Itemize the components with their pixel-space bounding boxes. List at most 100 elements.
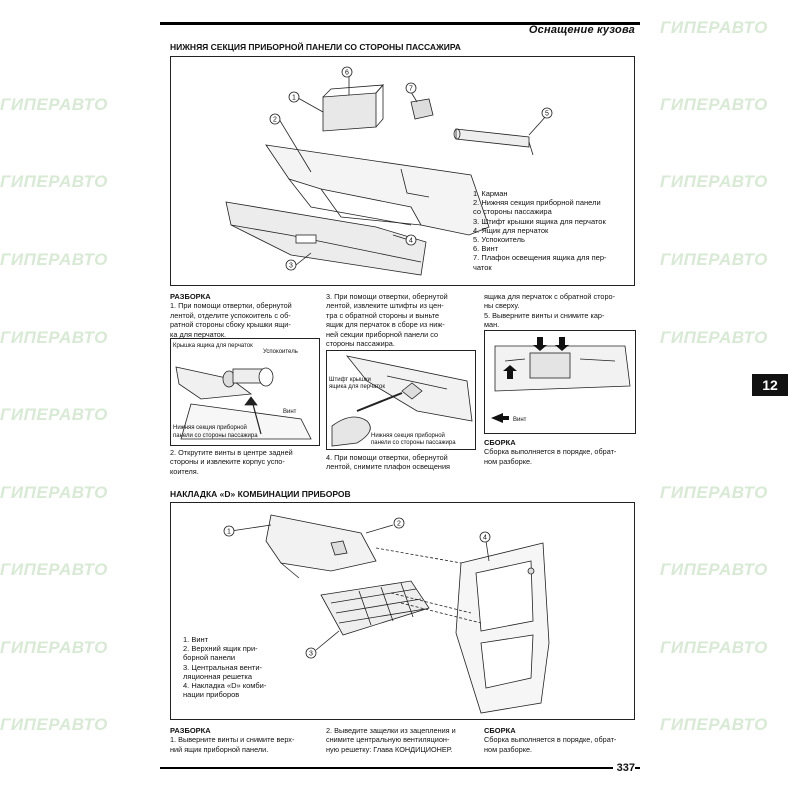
- fig3-label: Винт: [513, 417, 527, 423]
- disassembly-col-1: РАЗБОРКА 1. При помощи отвертки, обернут…: [170, 292, 320, 339]
- watermark: ГИПЕРАВТО: [0, 560, 108, 579]
- fig2-label: Штифт крышки: [329, 377, 371, 383]
- assembly-text: Сборка выполняется в порядке, обрат-: [484, 735, 617, 745]
- callout-3: 3: [309, 651, 313, 658]
- callout-1: 1: [292, 95, 296, 102]
- step-text: лентой, извлеките штифты из цен-: [326, 301, 444, 311]
- fig1-label: Винт: [283, 409, 297, 415]
- pocket-removal-illustration: Винт: [491, 337, 631, 423]
- callout-5: 5: [545, 111, 549, 118]
- step-text: ратной стороны сбоку крышки ящи-: [170, 320, 291, 330]
- watermark: ГИПЕРАВТО: [0, 250, 108, 269]
- step-text: коителя.: [170, 466, 199, 476]
- section-title: НИЖНЯЯ СЕКЦИЯ ПРИБОРНОЙ ПАНЕЛИ СО СТОРОН…: [170, 42, 461, 52]
- legend-item: 2. Верхний ящик при-: [183, 644, 258, 654]
- legend-item: 1. Винт: [183, 635, 209, 644]
- disassembly-heading: РАЗБОРКА: [170, 726, 211, 735]
- watermark: ГИПЕРАВТО: [660, 250, 768, 269]
- page-header-title: Оснащение кузова: [528, 24, 635, 36]
- step2-block: 2. Открутите винты в центре задней сторо…: [170, 448, 320, 476]
- callout-4: 4: [483, 535, 487, 542]
- disassembly2-col-2: 2. Выведите защелки из зацепления и сним…: [326, 726, 481, 754]
- legend-item: борной панели: [183, 653, 236, 663]
- step-text: стороны и извлеките корпус успо-: [170, 457, 285, 467]
- step-text: лентой, снимите плафон освещения: [326, 462, 450, 472]
- watermark: ГИПЕРАВТО: [660, 483, 768, 502]
- step-text: ную решетку: Глава КОНДИЦИОНЕР.: [326, 744, 453, 754]
- step-text: 2. Открутите винты в центре задней: [170, 448, 293, 457]
- step-text: ящик для перчаток в сборе из ниж-: [326, 320, 445, 330]
- step-text: тра с обратной стороны и выньте: [326, 310, 440, 320]
- watermark: ГИПЕРАВТО: [0, 638, 108, 657]
- assembly-text: Сборка выполняется в порядке, обрат-: [484, 447, 617, 457]
- legend-item: ляционная решетка: [183, 671, 253, 681]
- damper-illustration: Крышка ящика для перчаток Успокоитель Ви…: [173, 343, 312, 440]
- legend-item: со стороны пассажира: [473, 207, 552, 217]
- watermark: ГИПЕРАВТО: [660, 638, 768, 657]
- legend-item: 4. Накладка «D» комби-: [183, 681, 267, 691]
- callout-4: 4: [409, 238, 413, 245]
- pin-removal-illustration: Штифт крышки ящика для перчаток Нижняя с…: [329, 355, 473, 447]
- disassembly-col-2: 3. При помощи отвертки, обернутой лентой…: [326, 292, 476, 348]
- step-text: 4. При помощи отвертки, обернутой: [326, 453, 448, 462]
- section-title: НАКЛАДКА «D» КОМБИНАЦИИ ПРИБОРОВ: [170, 489, 351, 499]
- legend-item: 6. Винт: [473, 244, 499, 254]
- chapter-tab: 12: [752, 374, 788, 396]
- callout-7: 7: [409, 86, 413, 93]
- step-text: 2. Выведите защелки из зацепления и: [326, 726, 456, 735]
- watermark: ГИПЕРАВТО: [0, 715, 108, 734]
- callout-6: 6: [345, 70, 349, 77]
- watermark: ГИПЕРАВТО: [660, 328, 768, 347]
- legend-item: 3. Штифт крышки ящика для перчаток: [473, 216, 606, 226]
- step-text: 3. При помощи отвертки, обернутой: [326, 292, 448, 301]
- glovebox-exploded-diagram: 1 2 3 4 5 6 7: [225, 66, 553, 276]
- callout-1: 1: [227, 529, 231, 536]
- assembly-heading: СБОРКА: [484, 438, 516, 447]
- watermark: ГИПЕРАВТО: [0, 172, 108, 191]
- fig1-label: Нижняя секция приборной: [173, 424, 247, 431]
- step4-block: 4. При помощи отвертки, обернутой лентой…: [326, 453, 476, 472]
- figure-damper: Крышка ящика для перчаток Успокоитель Ви…: [170, 338, 320, 446]
- diagram-frame-2: 1 2 3 4 1. Винт 2. Верхний ящик при- бор…: [170, 502, 635, 720]
- step-text: 1. При помощи отвертки, обернутой: [170, 301, 292, 311]
- watermark: ГИПЕРАВТО: [660, 172, 768, 191]
- assembly-text: ном разборке.: [484, 456, 533, 466]
- watermark: ГИПЕРАВТО: [660, 560, 768, 579]
- step-text: ман.: [484, 320, 500, 330]
- diagram-frame: 1 2 3 4 5 6 7 1. Карман 2. Нижняя секция…: [170, 56, 635, 286]
- fig1-label: Крышка ящика для перчаток: [173, 343, 253, 349]
- footer-rule: [160, 767, 640, 769]
- step-text: ны сверху.: [484, 301, 520, 311]
- legend-item: 5. Успокоитель: [473, 235, 525, 245]
- disassembly-heading: РАЗБОРКА: [170, 292, 211, 301]
- legend-item: 7. Плафон освещения ящика для пер-: [473, 253, 607, 263]
- callout-3: 3: [289, 263, 293, 270]
- step-text: лентой, отделите успокоитель с об-: [170, 310, 291, 320]
- legend-item: чаток: [473, 262, 492, 272]
- watermark: ГИПЕРАВТО: [0, 405, 108, 424]
- legend-section2: 1. Винт 2. Верхний ящик при- борной пане…: [183, 635, 266, 699]
- step-text: ний ящик приборной панели.: [170, 744, 269, 754]
- callout-2: 2: [273, 117, 277, 124]
- callout-2: 2: [397, 521, 401, 528]
- assembly-block-2: СБОРКА Сборка выполняется в порядке, обр…: [484, 726, 634, 754]
- step-text: ней секции приборной панели со: [326, 329, 439, 339]
- watermark: ГИПЕРАВТО: [0, 95, 108, 114]
- fig1-label: Успокоитель: [263, 349, 298, 355]
- legend-item: 3. Центральная венти-: [183, 662, 263, 672]
- step-text: 1. Выверните винты и снимите верх-: [170, 735, 295, 745]
- legend-item: 2. Нижняя секция приборной панели: [473, 198, 601, 208]
- step-text: ящика для перчаток с обратной сторо-: [484, 292, 616, 301]
- fig2-label: ящика для перчаток: [329, 384, 385, 390]
- step-text: 5. Выверните винты и снимите кар-: [484, 310, 605, 320]
- legend-section1: 1. Карман 2. Нижняя секция приборной пан…: [473, 189, 607, 272]
- step-text: снимите центральную вентиляцион-: [326, 735, 450, 745]
- cluster-lid-exploded-diagram: 1 2 3 4: [223, 514, 550, 714]
- page-number: 337: [612, 762, 635, 774]
- assembly-text: ном разборке.: [484, 744, 533, 754]
- legend-item: 4. Ящик для перчаток: [473, 225, 549, 235]
- watermark: ГИПЕРАВТО: [660, 715, 768, 734]
- figure-pin: Штифт крышки ящика для перчаток Нижняя с…: [326, 350, 476, 450]
- fig2-label: панели со стороны пассажира: [371, 440, 456, 446]
- assembly-block-1: СБОРКА Сборка выполняется в порядке, обр…: [484, 438, 634, 466]
